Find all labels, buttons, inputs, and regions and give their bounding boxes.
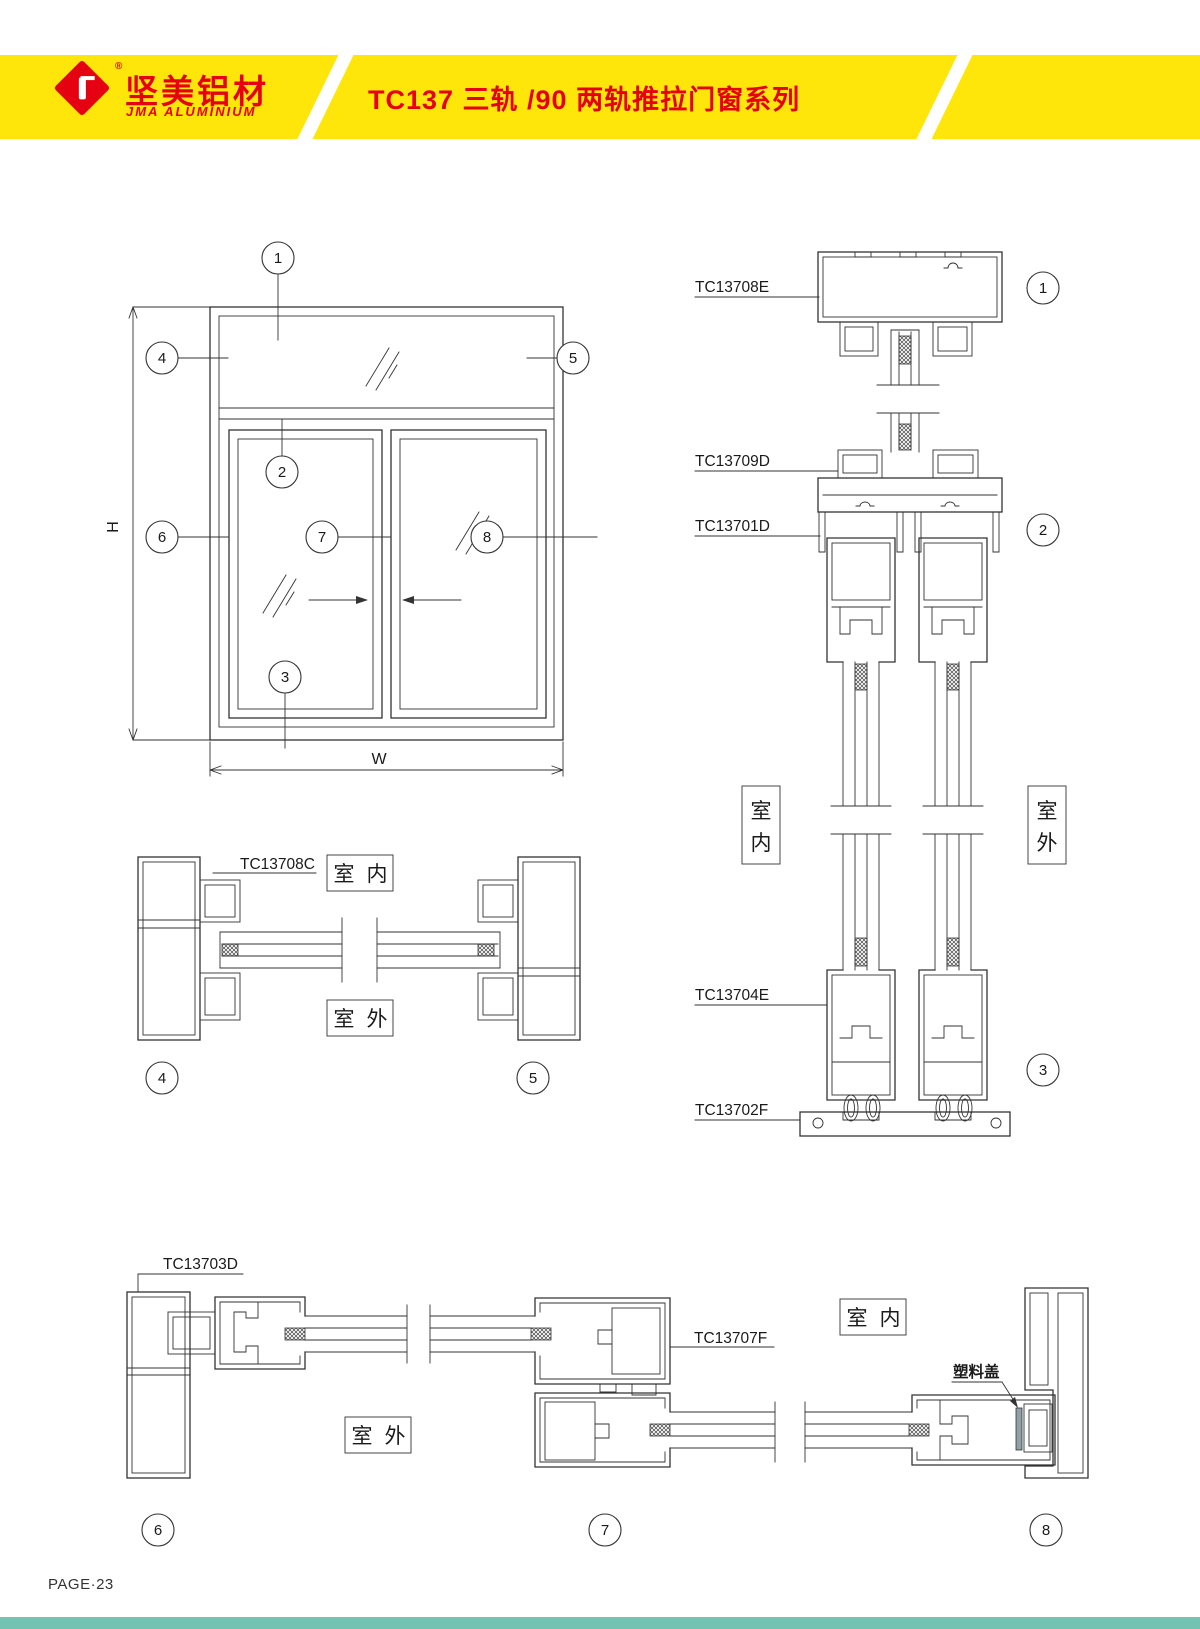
section-callout-3: 3 [1026, 1053, 1060, 1087]
svg-text:室: 室 [334, 863, 355, 886]
sash-top-channels [826, 537, 988, 663]
svg-text:室: 室 [334, 1008, 355, 1031]
bottom-left-sash-stile [214, 1296, 306, 1370]
svg-text:2: 2 [278, 464, 286, 481]
mid-horizontal-section: TC13708C [137, 854, 581, 1095]
section-callout-4: 4 [145, 1061, 179, 1095]
indoor-label-vertical: 室 内 [741, 785, 781, 865]
svg-text:1: 1 [274, 250, 282, 267]
svg-text:2: 2 [1039, 522, 1047, 539]
dim-height-label: H [105, 521, 122, 533]
label-bottom-track: TC13702F [695, 1102, 768, 1119]
bottom-right-jamb [1024, 1287, 1089, 1479]
callout-7: 7 [305, 520, 339, 554]
label-side-frame: TC13703D [163, 1256, 238, 1273]
vertical-section: TC13708E TC13709D [694, 251, 1067, 1137]
svg-text:1: 1 [1039, 280, 1047, 297]
label-bottom-rail: TC13704E [695, 987, 769, 1004]
brand-name-cn: 坚美铝材 [125, 73, 269, 110]
section-callout-5: 5 [516, 1061, 550, 1095]
footer-bar [0, 1617, 1200, 1629]
section-callout-1: 1 [1026, 271, 1060, 305]
svg-text:5: 5 [529, 1070, 537, 1087]
right-jamb-profile [477, 856, 581, 1041]
slide-arrow-right [308, 596, 368, 604]
left-jamb-profile [137, 856, 241, 1041]
bottom-horizontal-sections: TC13703D [126, 1256, 1089, 1547]
page-number: PAGE·23 [48, 1576, 114, 1593]
bottom-glass-upper [284, 1304, 552, 1364]
dim-width-label: W [371, 751, 387, 768]
sill-profile [799, 1111, 1011, 1137]
section-callout-2: 2 [1026, 513, 1060, 547]
svg-text:4: 4 [158, 350, 166, 367]
svg-text:8: 8 [1042, 1522, 1050, 1539]
callout-4: 4 [145, 341, 179, 375]
elevation-view: H [105, 241, 598, 777]
transom-glass [876, 329, 940, 453]
registered-trademark: ® [115, 61, 123, 72]
label-mid-jamb: TC13708C [240, 856, 315, 873]
sash-glass-right [922, 661, 984, 971]
slide-arrow-left [402, 596, 462, 604]
svg-text:室: 室 [751, 800, 772, 823]
svg-text:5: 5 [569, 350, 577, 367]
bottom-left-jamb [126, 1291, 216, 1479]
svg-text:外: 外 [367, 1008, 388, 1031]
label-top-track: TC13701D [695, 518, 770, 535]
header-band: ® 坚美铝材 JMA ALUMINIUM TC137 三轨 /90 两轨推拉门窗… [0, 55, 1200, 139]
interlock-upper-stile [534, 1297, 671, 1396]
svg-text:室: 室 [352, 1425, 373, 1448]
brand-name-en: JMA ALUMINIUM [126, 104, 257, 119]
callout-6: 6 [145, 520, 179, 554]
bottom-glass-lower [649, 1401, 930, 1463]
sash-bottom-rails [826, 969, 988, 1122]
svg-text:内: 内 [367, 863, 388, 886]
label-interlock-stile: TC13707F [694, 1330, 767, 1347]
label-plastic-cover: 塑料盖 [953, 1362, 1000, 1381]
svg-text:外: 外 [1037, 832, 1058, 855]
head-frame-profile [817, 251, 1003, 357]
glass-hatch-transom [365, 347, 400, 391]
svg-text:3: 3 [281, 669, 289, 686]
svg-text:3: 3 [1039, 1062, 1047, 1079]
svg-text:6: 6 [154, 1522, 162, 1539]
interlock-lower-stile [534, 1392, 671, 1468]
svg-text:4: 4 [158, 1070, 166, 1087]
section-callout-6: 6 [141, 1513, 175, 1547]
transom-profile [817, 449, 1003, 553]
mid-glass [219, 917, 501, 983]
indoor-label-mid: 室 内 [326, 854, 394, 892]
outdoor-label-mid: 室 外 [326, 999, 394, 1037]
callout-8: 8 [470, 520, 504, 554]
svg-text:6: 6 [158, 529, 166, 546]
callout-2: 2 [265, 455, 299, 489]
svg-text:内: 内 [880, 1307, 901, 1330]
svg-text:内: 内 [751, 832, 772, 855]
sash-glass-left [830, 661, 892, 971]
svg-text:外: 外 [385, 1425, 406, 1448]
outdoor-label-bottom: 室 外 [344, 1416, 412, 1454]
callout-1: 1 [261, 241, 295, 275]
svg-text:8: 8 [483, 529, 491, 546]
callout-5: 5 [556, 341, 590, 375]
svg-text:7: 7 [318, 529, 326, 546]
page-title: TC137 三轨 /90 两轨推拉门窗系列 [368, 85, 801, 115]
label-head-frame: TC13708E [695, 279, 769, 296]
section-callout-7: 7 [588, 1513, 622, 1547]
callout-3: 3 [268, 660, 302, 694]
svg-text:室: 室 [847, 1307, 868, 1330]
svg-text:室: 室 [1037, 800, 1058, 823]
svg-text:7: 7 [601, 1522, 609, 1539]
label-transom-cover: TC13709D [695, 453, 770, 470]
glass-hatch-left-sash [262, 574, 297, 618]
section-callout-8: 8 [1029, 1513, 1063, 1547]
right-sash-stile [911, 1394, 1056, 1466]
plastic-cover-part [1015, 1407, 1023, 1451]
indoor-label-bottom: 室 内 [839, 1298, 907, 1336]
outdoor-label-vertical: 室 外 [1027, 785, 1067, 865]
